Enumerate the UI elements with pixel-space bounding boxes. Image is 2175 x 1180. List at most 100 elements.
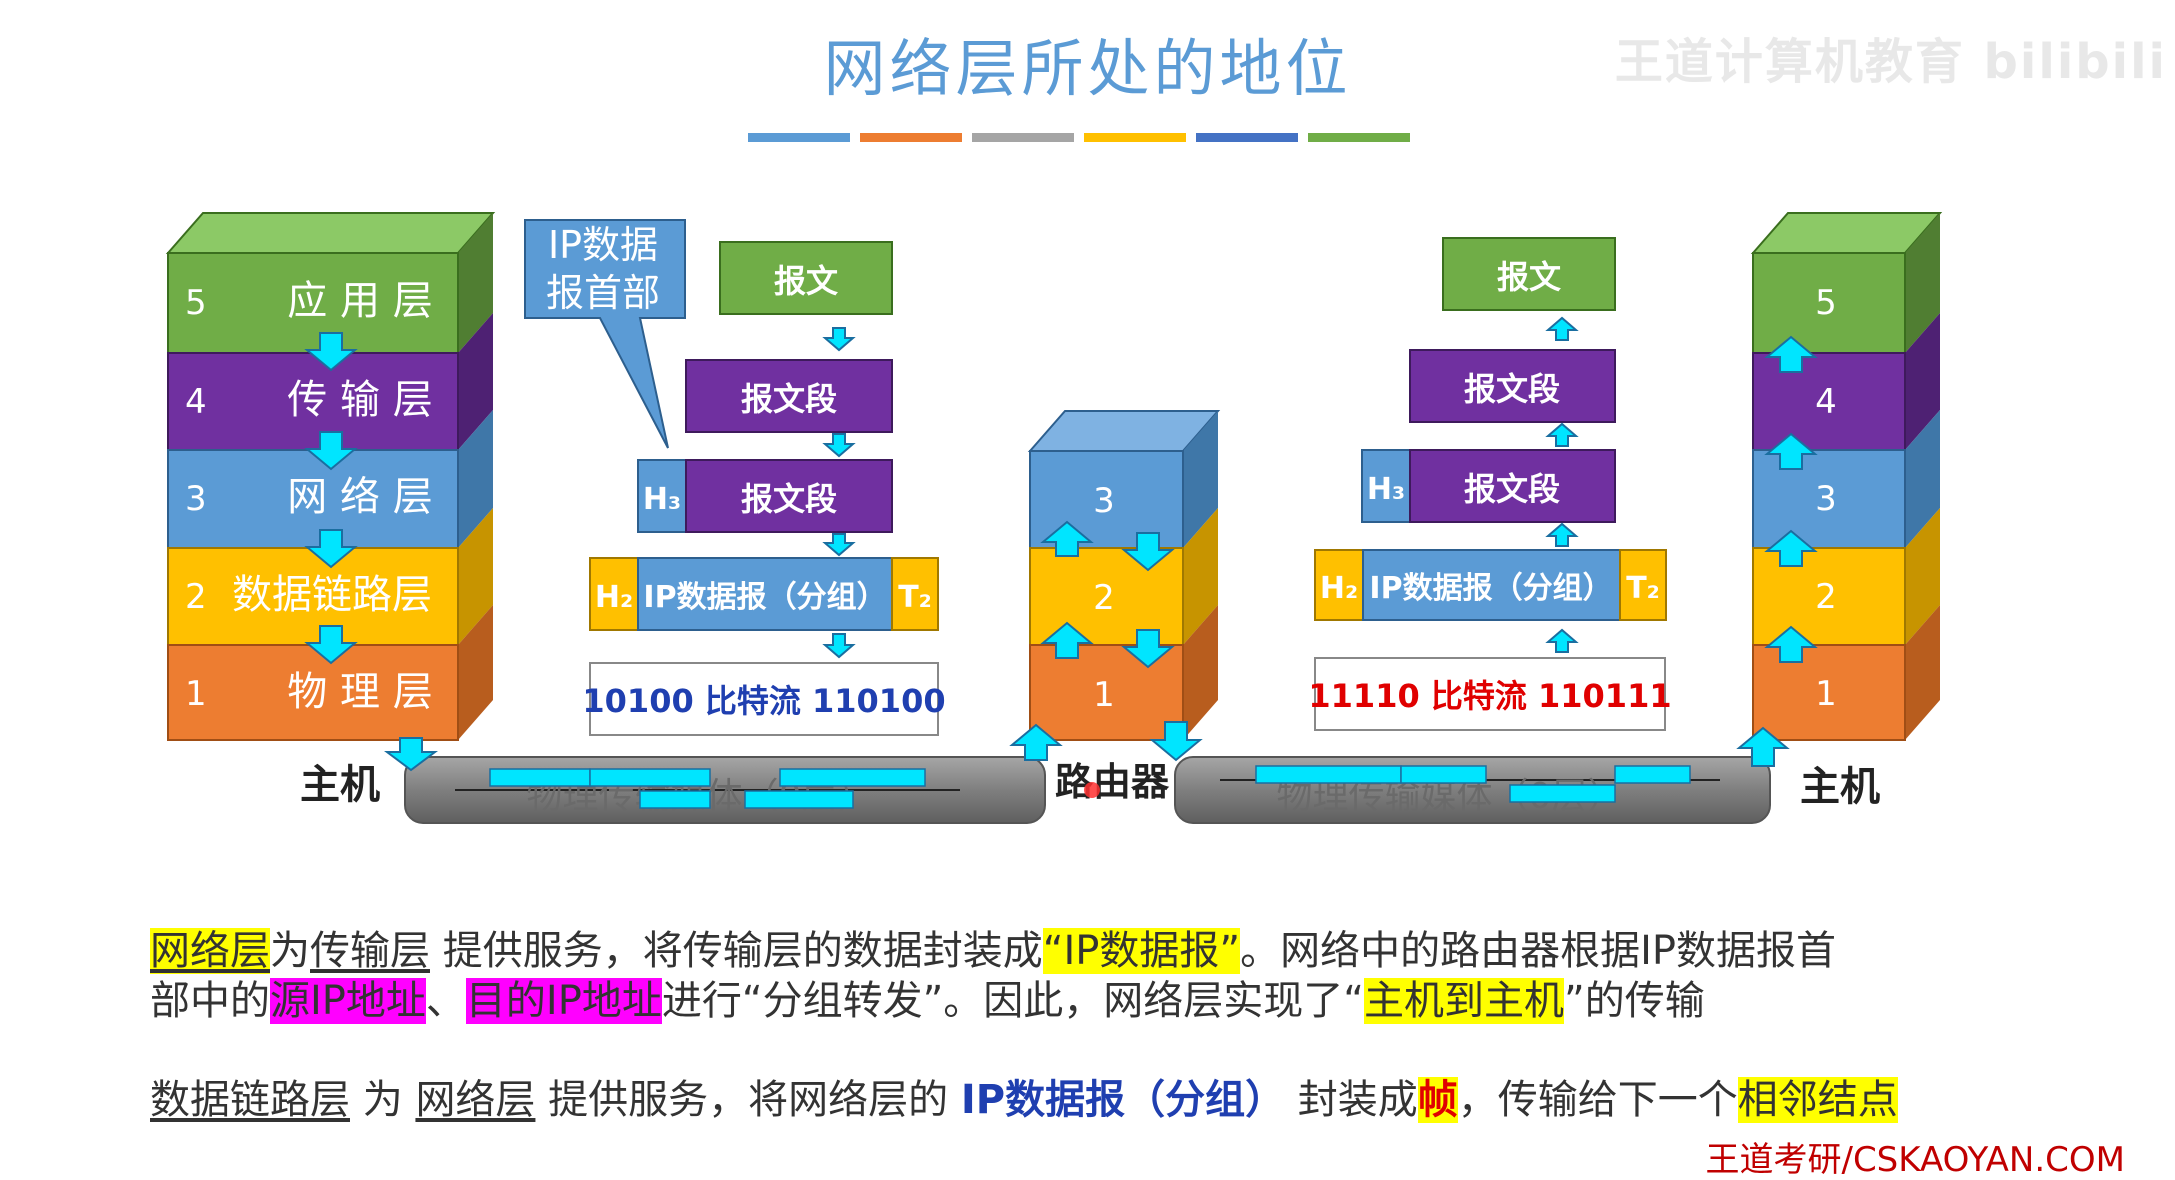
- right-layer-2-number: 2: [1815, 577, 1837, 617]
- router-arrows: [1009, 520, 1203, 762]
- down-arrow-icon: [304, 332, 358, 372]
- down-arrow-icon: [1121, 532, 1175, 572]
- right-decap-arrows: [1545, 316, 1579, 653]
- text-span: 进行“分组转发”。因此，网络层实现了“: [661, 978, 1365, 1024]
- text-span: 部中的: [150, 978, 270, 1024]
- up-arrow-icon: [1545, 316, 1579, 341]
- up-arrow-icon: [1009, 723, 1063, 761]
- right-layer-3-number: 3: [1815, 479, 1837, 519]
- up-arrow-icon: [1764, 529, 1818, 567]
- up-arrow-icon: [1736, 726, 1790, 767]
- term-network-layer-2: 网络层: [415, 1077, 536, 1123]
- right-layer-4-number: 4: [1815, 382, 1837, 422]
- right-layer-4: 4: [1752, 313, 1940, 451]
- color-bar-segment: [1196, 133, 1298, 142]
- network-diagram: 物理传输媒体（0层） 物理传输媒体（0层） 5 应 用 层: [165, 212, 1943, 824]
- term-source-ip: 源IP地址: [270, 978, 426, 1024]
- left-layer-2: 2 数据链路层: [167, 508, 493, 646]
- pointer-dot: [1084, 782, 1100, 798]
- left-layer-4-name: 传 输 层: [287, 377, 432, 423]
- down-arrow-icon: [1149, 721, 1203, 762]
- router-label: 路由器: [1055, 760, 1170, 804]
- down-arrow-icon: [822, 633, 856, 659]
- right-layer-5-number: 5: [1815, 283, 1837, 323]
- right-bits: 11110 比特流 110111: [1308, 677, 1671, 715]
- up-arrow-icon: [1545, 522, 1579, 547]
- color-bar-segment: [748, 133, 850, 142]
- left-layer-5-name: 应 用 层: [287, 278, 432, 324]
- down-arrow-icon: [304, 529, 358, 569]
- term-ip-datagram-packet: IP数据报（分组）: [960, 1077, 1286, 1123]
- left-layer-1-name: 物 理 层: [287, 669, 432, 715]
- right-t2: T₂: [1626, 571, 1660, 606]
- right-h2: H₂: [1320, 571, 1358, 606]
- brand-footer: 王道考研/CSKAOYAN.COM: [1705, 1140, 2125, 1180]
- text-span: 。网络中的路由器根据IP数据报首: [1240, 928, 1837, 974]
- term-host-to-host: 主机到主机: [1364, 978, 1565, 1024]
- down-arrow-icon: [384, 737, 438, 772]
- color-bar-segment: [860, 133, 962, 142]
- term-dest-ip: 目的IP地址: [465, 978, 662, 1024]
- up-arrow-icon: [1764, 432, 1818, 470]
- down-arrow-icon: [822, 433, 856, 458]
- paragraph-1-line-1: 网络层为传输层 提供服务，将传输层的数据封装成“IP数据报”。网络中的路由器根据…: [150, 918, 1836, 976]
- left-segment-2: 报文段: [741, 480, 837, 518]
- router-layer-2-number: 2: [1093, 578, 1115, 618]
- right-layer-2: 2: [1752, 508, 1940, 646]
- right-layer-3: 3: [1752, 410, 1940, 549]
- down-arrow-icon: [304, 431, 358, 471]
- term-data-link-layer: 数据链路层: [150, 1077, 350, 1123]
- term-frame: 帧: [1417, 1077, 1458, 1123]
- up-arrow-icon: [1764, 335, 1818, 373]
- left-encapsulation: 报文 报文段 H₃ 报文段 H₂ IP数据报（分组） T₂ 10100 比特流 …: [582, 241, 946, 736]
- right-layer-1: 1: [1752, 605, 1940, 741]
- down-arrow-icon: [304, 625, 358, 665]
- left-encap-arrows: [822, 327, 856, 659]
- left-bits: 10100 比特流 110100: [582, 682, 945, 720]
- term-ip-datagram: “IP数据报”: [1042, 928, 1241, 974]
- callout-line1: IP数据: [548, 223, 658, 267]
- left-layer-3-number: 3: [185, 479, 207, 519]
- right-layer-1-number: 1: [1815, 674, 1837, 714]
- left-message: 报文: [774, 262, 838, 300]
- left-layer-4-number: 4: [185, 382, 207, 422]
- callout-ip-header: IP数据 报首部: [524, 219, 686, 449]
- text-span: 为: [270, 928, 310, 974]
- watermark: 王道计算机教育 bilibili: [1614, 34, 2167, 90]
- left-host-down-arrows: [304, 332, 438, 772]
- right-host-label: 主机: [1800, 764, 1880, 810]
- text-span: 为: [350, 1077, 416, 1123]
- up-arrow-icon: [1040, 520, 1094, 557]
- callout-line2: 报首部: [546, 271, 660, 315]
- color-bar-segment: [1308, 133, 1410, 142]
- left-layer-3: 3 网 络 层: [167, 410, 493, 549]
- text-span: ，传输给下一个: [1457, 1077, 1738, 1123]
- up-arrow-icon: [1545, 422, 1579, 447]
- text-span: 提供服务，将网络层的: [535, 1077, 961, 1123]
- left-host-label: 主机: [300, 762, 380, 808]
- color-bar-segment: [972, 133, 1074, 142]
- left-h2: H₂: [595, 580, 633, 615]
- router-stack: 3 2 1 路由器: [1027, 410, 1221, 804]
- term-transport-layer: 传输层: [310, 928, 430, 974]
- page-title: 网络层所处的地位: [823, 32, 1352, 105]
- text-span: 、: [425, 978, 466, 1024]
- left-layer-3-name: 网 络 层: [287, 474, 432, 520]
- left-layer-2-number: 2: [185, 577, 207, 617]
- right-datagram: IP数据报（分组）: [1369, 571, 1612, 606]
- right-decapsulation: 报文 报文段 H₃ 报文段 H₂ IP数据报（分组） T₂ 11110 比特流 …: [1308, 237, 1672, 731]
- left-layer-5: 5 应 用 层: [167, 213, 493, 354]
- up-arrow-icon: [1764, 625, 1818, 663]
- router-layer-3-number: 3: [1093, 481, 1115, 521]
- term-adjacent-node: 相邻结点: [1737, 1077, 1898, 1123]
- left-datagram: IP数据报（分组）: [643, 580, 886, 615]
- term-network-layer: 网络层: [150, 928, 270, 974]
- router-layer-1: 1: [1029, 605, 1218, 741]
- color-bar-segment: [1084, 133, 1186, 142]
- down-arrow-icon: [822, 327, 856, 352]
- right-host-up-arrows: [1736, 335, 1818, 767]
- up-arrow-icon: [1040, 621, 1094, 659]
- right-h3: H₃: [1367, 472, 1405, 507]
- paragraph-1-line-2: 部中的源IP地址、目的IP地址进行“分组转发”。因此，网络层实现了“主机到主机”…: [150, 968, 1705, 1026]
- right-host-stack: 5 4 3 2 1 主机: [1750, 212, 1943, 810]
